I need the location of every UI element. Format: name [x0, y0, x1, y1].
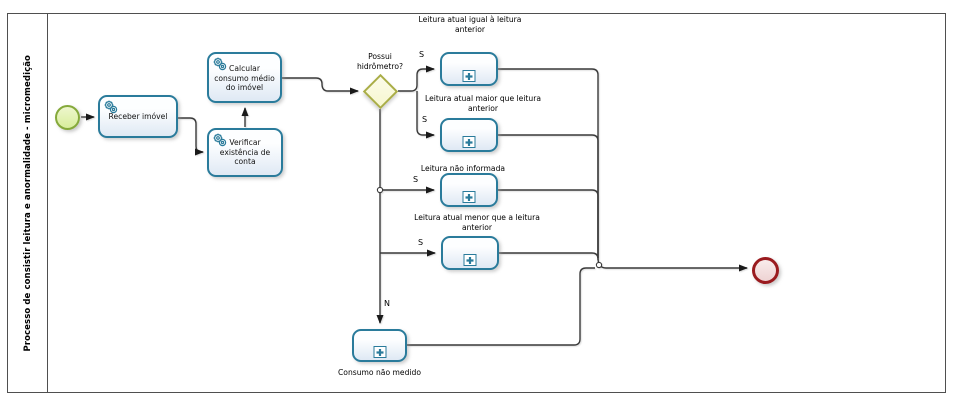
subprocess-label-menor: Leitura atual menor que a leitura anteri…	[414, 213, 540, 232]
pool-label-band: Processo de consistir leitura e anormali…	[7, 13, 48, 393]
line-jump	[376, 186, 384, 194]
subprocess-label-nao-informada: Leitura não informada	[420, 164, 506, 173]
start-event[interactable]	[55, 105, 80, 130]
subprocess-leitura-menor[interactable]	[441, 236, 499, 270]
task-label: Verificar existência de conta	[219, 138, 271, 167]
condition-label-yes-3: S	[413, 175, 419, 184]
subprocess-label-consumo: Consumo não medido	[338, 368, 421, 377]
collapsed-plus-icon[interactable]	[463, 254, 477, 266]
collapsed-plus-icon[interactable]	[462, 70, 476, 82]
collapsed-plus-icon[interactable]	[373, 346, 386, 358]
condition-label-no: N	[384, 299, 390, 308]
collapsed-plus-icon[interactable]	[462, 136, 476, 148]
flow-consumo-to-join	[407, 267, 595, 346]
flow-nao-informada-to-join	[498, 189, 599, 258]
task-label: Receber imóvel	[108, 111, 168, 121]
flow-gateway-to-maior	[416, 91, 435, 139]
service-gear-icon	[103, 99, 120, 120]
flow-receber-to-verificar	[178, 117, 204, 156]
flow-join-to-end	[597, 257, 748, 272]
condition-label-yes-2: S	[422, 115, 428, 124]
task-label: Calcular consumo médio do imóvel	[214, 64, 275, 93]
subprocess-consumo-nao-medido[interactable]	[352, 329, 407, 362]
subprocess-leitura-nao-informada[interactable]	[440, 173, 498, 207]
flow-menor-to-join	[499, 252, 599, 260]
service-gear-icon	[212, 56, 229, 77]
condition-label-yes-1: S	[419, 50, 425, 59]
flow-calcular-to-gateway	[282, 77, 359, 95]
subprocess-label-maior: Leitura atual maior que leitura anterior	[425, 94, 541, 113]
condition-label-yes-4: S	[418, 238, 424, 247]
task-receber-imovel[interactable]: Receber imóvel	[98, 95, 178, 138]
subprocess-leitura-igual[interactable]	[440, 52, 498, 86]
flow-igual-to-join	[498, 68, 599, 258]
gateway-label: Possui hidrômetro?	[356, 52, 404, 71]
subprocess-leitura-maior[interactable]	[440, 118, 498, 152]
flow-maior-to-join	[498, 134, 599, 258]
end-event[interactable]	[752, 257, 779, 284]
line-jump	[595, 261, 603, 269]
collapsed-plus-icon[interactable]	[462, 191, 476, 203]
subprocess-label-igual: Leitura atual igual à leitura anterior	[418, 15, 522, 34]
service-gear-icon	[212, 132, 229, 153]
task-calcular-consumo-medio[interactable]: Calcular consumo médio do imóvel	[207, 52, 282, 103]
task-verificar-existencia-conta[interactable]: Verificar existência de conta	[207, 128, 283, 177]
flow-gateway-to-igual	[398, 65, 435, 92]
